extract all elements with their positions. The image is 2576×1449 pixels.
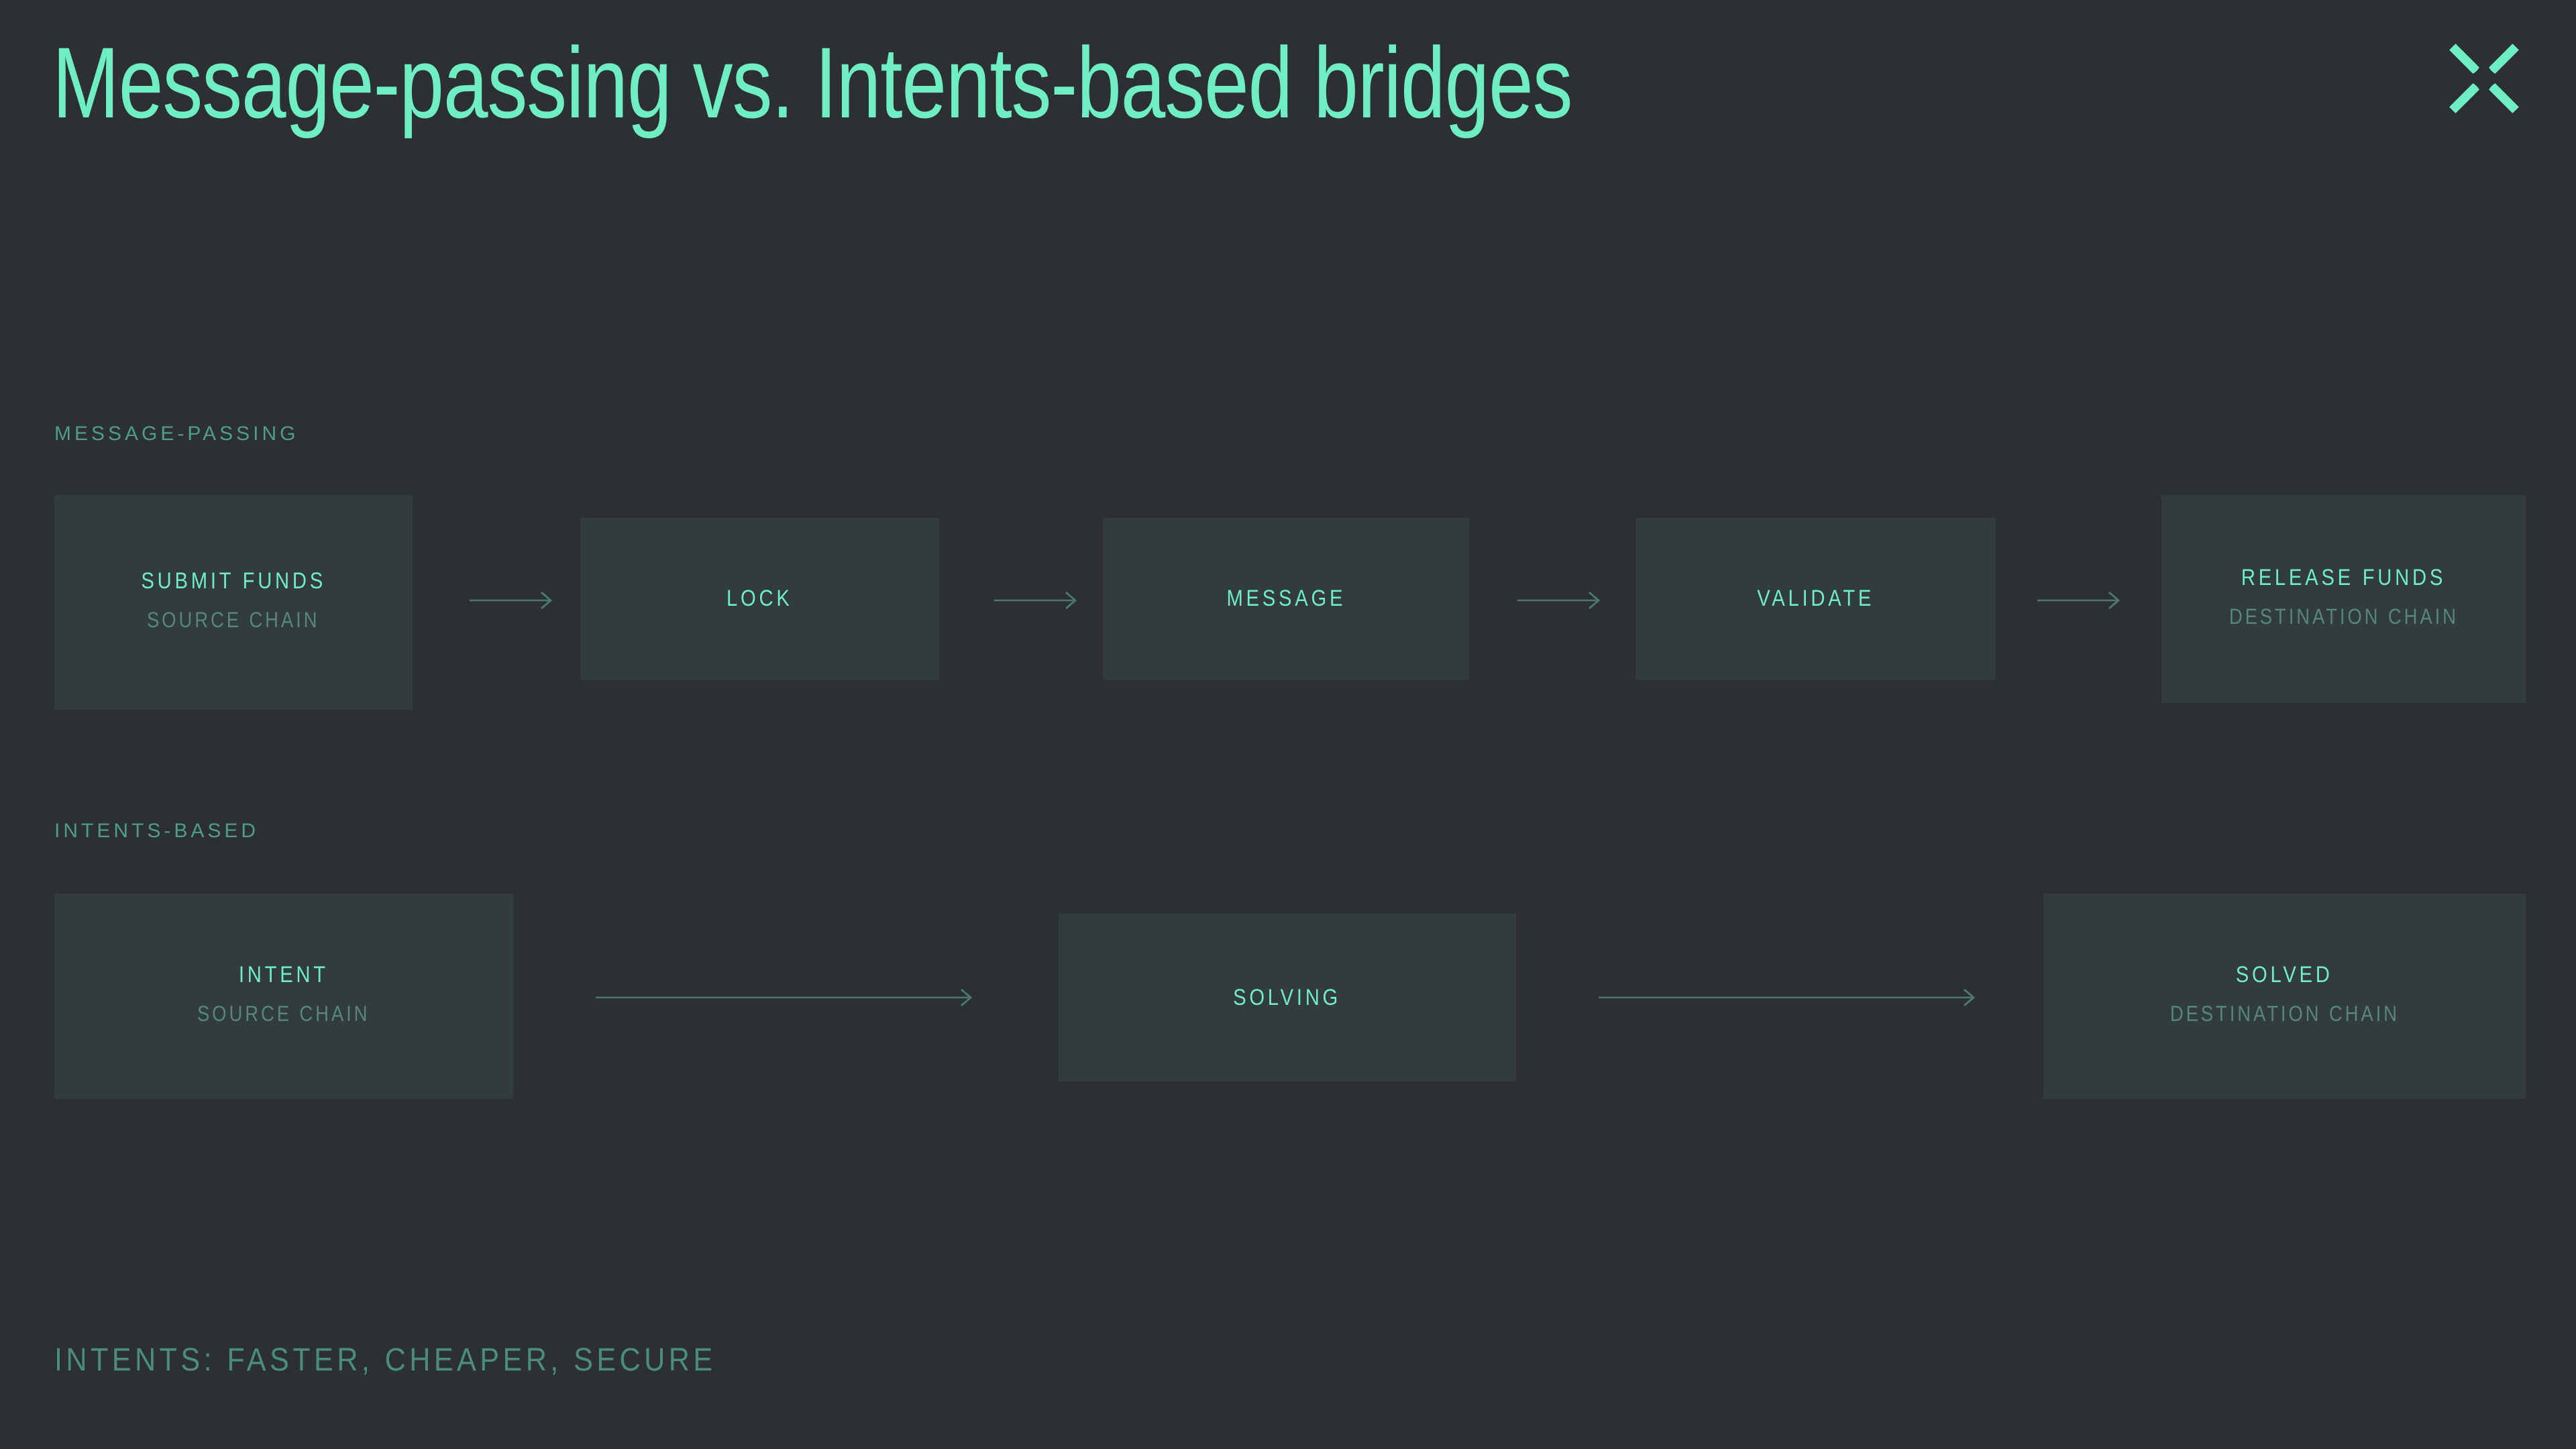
flow-arrow-right-icon bbox=[1517, 587, 1605, 614]
flow-node-subtitle: SOURCE CHAIN bbox=[197, 1002, 370, 1026]
section-label-intents-based: INTENTS-BASED bbox=[54, 820, 260, 842]
flow-node-title: INTENT bbox=[239, 962, 329, 987]
flow-node-validate[interactable]: VALIDATE bbox=[1635, 518, 1996, 680]
flow-node-lock[interactable]: LOCK bbox=[580, 518, 939, 680]
flow-node-title: SUBMIT FUNDS bbox=[141, 568, 326, 594]
flow-node-release-funds[interactable]: RELEASE FUNDS DESTINATION CHAIN bbox=[2161, 495, 2526, 703]
flow-arrow-right-icon bbox=[470, 587, 557, 614]
flow-node-title: MESSAGE bbox=[1226, 586, 1346, 611]
flow-arrow-right-long-icon bbox=[1599, 984, 1980, 1011]
flow-node-message[interactable]: MESSAGE bbox=[1103, 518, 1469, 680]
flow-node-solved[interactable]: SOLVED DESTINATION CHAIN bbox=[2043, 894, 2526, 1099]
flow-node-title: LOCK bbox=[727, 586, 793, 611]
x-mark-logo-icon bbox=[2445, 39, 2524, 118]
flow-node-solving[interactable]: SOLVING bbox=[1059, 914, 1516, 1081]
section-label-message-passing: MESSAGE-PASSING bbox=[54, 423, 299, 445]
flow-node-subtitle: SOURCE CHAIN bbox=[147, 608, 320, 632]
flow-node-title: RELEASE FUNDS bbox=[2241, 565, 2447, 590]
flow-node-title: SOLVING bbox=[1233, 984, 1342, 1010]
flow-node-subtitle: DESTINATION CHAIN bbox=[2229, 604, 2459, 629]
page-title: Message-passing vs. Intents-based bridge… bbox=[52, 26, 1573, 139]
flow-node-submit-funds[interactable]: SUBMIT FUNDS SOURCE CHAIN bbox=[54, 495, 413, 710]
flow-node-title: SOLVED bbox=[2236, 962, 2333, 987]
page-header: Message-passing vs. Intents-based bridge… bbox=[0, 0, 2576, 195]
footer-tagline: INTENTS: FASTER, CHEAPER, SECURE bbox=[54, 1342, 716, 1378]
flow-arrow-right-icon bbox=[994, 587, 1081, 614]
flow-node-subtitle: DESTINATION CHAIN bbox=[2169, 1002, 2400, 1026]
flow-arrow-right-icon bbox=[2037, 587, 2125, 614]
flow-node-intent[interactable]: INTENT SOURCE CHAIN bbox=[54, 894, 513, 1099]
flow-node-title: VALIDATE bbox=[1757, 586, 1874, 611]
flow-arrow-right-long-icon bbox=[596, 984, 977, 1011]
